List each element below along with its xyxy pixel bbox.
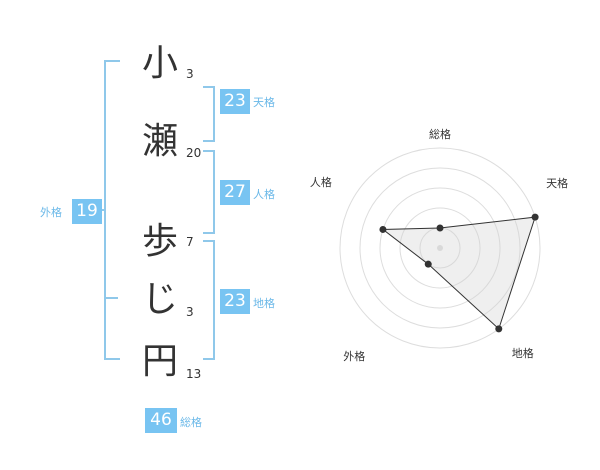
gaikaku-label: 外格 — [40, 206, 62, 219]
radar-data-points — [379, 213, 539, 333]
stroke-count-4: 3 — [186, 305, 194, 319]
tenkaku-label: 天格 — [253, 96, 275, 109]
stroke-count-1: 3 — [186, 67, 194, 81]
stroke-count-2: 20 — [186, 146, 202, 160]
radar-point-3 — [495, 325, 503, 333]
stroke-count-3: 7 — [186, 235, 194, 249]
name-char-4: じ — [141, 279, 178, 320]
soukaku-badge: 46 — [145, 408, 177, 433]
tenkaku-badge: 23 — [220, 89, 250, 114]
gaikaku-divider-tick — [106, 297, 118, 299]
chikaku-badge: 23 — [220, 289, 250, 314]
gaikaku-bracket — [104, 60, 120, 360]
gaikaku-badge: 19 — [72, 199, 102, 224]
radar-axis-label-5: 人格 — [310, 175, 332, 189]
radar-data-area — [381, 216, 536, 330]
radar-axis-label-3: 地格 — [512, 346, 534, 360]
tenkaku-bracket — [203, 86, 215, 142]
radar-axis-label-1: 総格 — [429, 127, 451, 141]
radar-ring-3 — [379, 187, 501, 309]
radar-axis-label-2: 天格 — [546, 176, 568, 190]
chikaku-bracket — [203, 240, 215, 360]
chikaku-label: 地格 — [253, 297, 275, 310]
name-char-5: 円 — [141, 341, 178, 382]
jinkaku-label: 人格 — [253, 188, 275, 201]
soukaku-label: 総格 — [180, 416, 202, 429]
radar-point-5 — [379, 225, 387, 233]
radar-point-2 — [531, 213, 539, 221]
name-char-1: 小 — [141, 43, 178, 84]
radar-ring-2 — [399, 207, 481, 289]
stroke-count-5: 13 — [186, 367, 202, 381]
radar-point-1 — [436, 224, 444, 232]
radar-ring-4 — [359, 167, 521, 329]
radar-point-4 — [424, 260, 432, 268]
jinkaku-badge: 27 — [220, 180, 250, 205]
name-char-2: 瀬 — [141, 121, 178, 162]
radar-axis-label-4: 外格 — [343, 349, 365, 363]
radar-center-dot — [437, 245, 443, 251]
name-char-3: 歩 — [141, 221, 178, 262]
jinkaku-bracket — [203, 150, 215, 234]
radar-ring-5 — [339, 147, 541, 349]
radar-rings — [339, 147, 541, 349]
